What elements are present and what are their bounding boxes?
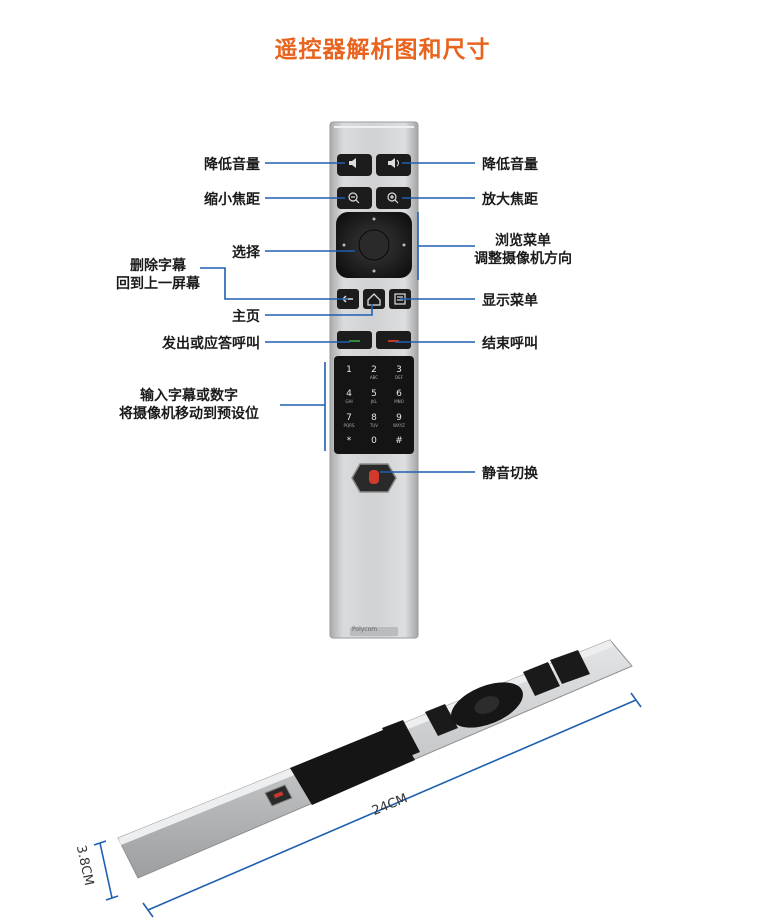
- label-delete-line2: 回到上一屏幕: [116, 276, 200, 292]
- keypad-letters-8: TUV: [369, 423, 378, 428]
- label-keypad-line1: 输入字幕或数字: [140, 388, 238, 404]
- label-keypad: 输入字幕或数字 将摄像机移动到预设位: [104, 387, 274, 423]
- label-browse-line2: 调整摄像机方向: [474, 251, 572, 267]
- label-home: 主页: [232, 309, 260, 325]
- label-zoom-in: 放大焦距: [482, 192, 538, 208]
- keypad-letters-7: PQRS: [344, 423, 355, 428]
- label-show-menu: 显示菜单: [482, 293, 538, 309]
- keypad-letters-4: GHI: [345, 399, 352, 404]
- keypad-digit-0: 0: [371, 436, 377, 446]
- label-delete: 删除字幕 回到上一屏幕: [108, 257, 208, 293]
- remote-perspective-view: [117, 639, 633, 879]
- brand-label: Polycom: [352, 626, 378, 633]
- volume-down-icon: [349, 158, 356, 168]
- label-select: 选择: [232, 245, 260, 261]
- page-title: 遥控器解析图和尺寸: [274, 37, 491, 63]
- label-browse: 浏览菜单 调整摄像机方向: [462, 232, 584, 268]
- label-mute: 静音切换: [482, 466, 538, 482]
- label-delete-line1: 删除字幕: [130, 258, 186, 274]
- keypad-digit-9: 9: [396, 413, 402, 423]
- label-keypad-line2: 将摄像机移动到预设位: [119, 406, 259, 422]
- keypad-letters-6: MNO: [394, 399, 404, 404]
- keypad-digit-5: 5: [371, 389, 377, 399]
- label-zoom-out: 缩小焦距: [204, 192, 260, 208]
- dimension-lines: [93, 692, 642, 918]
- keypad-letters-3: DEF: [395, 375, 404, 380]
- volume-up-icon: [388, 158, 399, 168]
- keypad-digit-6: 6: [396, 389, 402, 399]
- remote-front-view: [329, 121, 419, 639]
- keypad-digit-8: 8: [371, 413, 377, 423]
- label-browse-line1: 浏览菜单: [495, 233, 551, 249]
- keypad-digit-#: #: [395, 436, 403, 446]
- keypad-digit-*: *: [347, 436, 352, 446]
- keypad-digit-4: 4: [346, 389, 352, 399]
- label-volume-right: 降低音量: [482, 157, 538, 173]
- keypad-digit-2: 2: [371, 365, 377, 375]
- keypad-digit-3: 3: [396, 365, 402, 375]
- zoom-in-icon: [387, 192, 399, 204]
- keypad-letters-2: ABC: [370, 375, 378, 380]
- keypad-letters-9: WXYZ: [393, 423, 405, 428]
- home-icon: [367, 293, 381, 306]
- keypad-digit-1: 1: [346, 365, 352, 375]
- label-call: 发出或应答呼叫: [162, 336, 260, 352]
- zoom-out-icon: [348, 192, 360, 204]
- keypad-digit-7: 7: [346, 413, 352, 423]
- keypad-letters-5: JKL: [370, 399, 378, 404]
- label-end-call: 结束呼叫: [482, 336, 538, 352]
- leader-lines: [200, 162, 475, 473]
- label-volume-down-left: 降低音量: [204, 157, 260, 173]
